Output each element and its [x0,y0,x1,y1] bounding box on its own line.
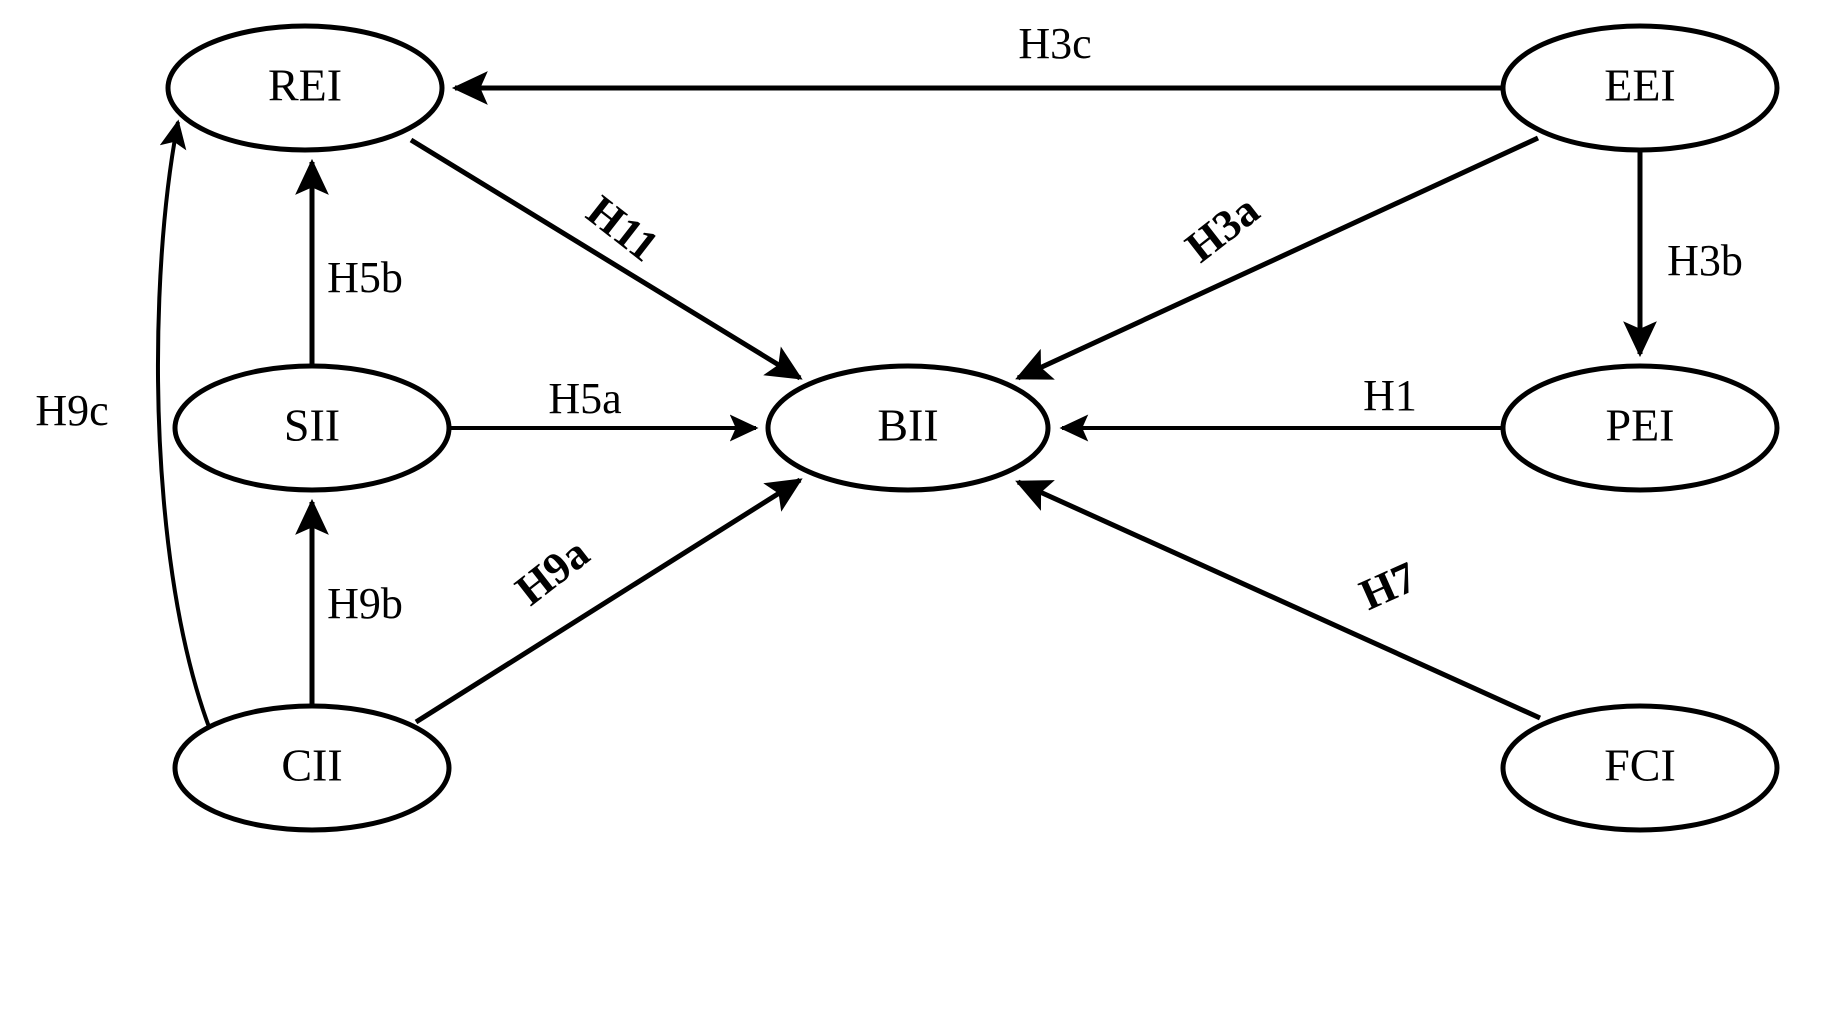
node-ellipse-PEI[interactable] [1500,363,1780,493]
node-EEI[interactable]: EEI [1500,23,1780,153]
node-ellipse-FCI[interactable] [1500,703,1780,833]
edge-label-H9c: H9c [35,386,108,435]
edge-H9b: H9b [295,498,403,706]
node-REI[interactable]: REI [165,23,445,153]
edge-label-H3b: H3b [1667,236,1743,285]
node-ellipse-REI[interactable] [165,23,445,153]
node-label-CII: CII [281,740,342,791]
node-label-REI: REI [268,60,342,111]
edge-line-H11 [409,137,803,381]
edge-H3a: H3a [1015,135,1540,381]
node-FCI[interactable]: FCI [1500,703,1780,833]
node-label-PEI: PEI [1606,400,1675,451]
node-label-BII: BII [877,400,938,451]
node-PEI[interactable]: PEI [1500,363,1780,493]
edge-label-H9b: H9b [327,579,403,628]
node-label-EEI: EEI [1604,60,1676,111]
edge-label-H11: H11 [578,186,668,271]
edge-H7: H7 [1015,479,1542,721]
node-CII[interactable]: CII [172,703,452,833]
edge-H3b: H3b [1623,150,1743,358]
edge-label-H7: H7 [1353,552,1424,620]
edge-line-H3a [1015,135,1540,381]
edge-H5a: H5a [449,374,759,442]
edge-H1: H1 [1059,371,1502,442]
node-ellipse-BII[interactable] [765,363,1051,493]
edge-label-H1: H1 [1363,371,1417,420]
node-ellipse-CII[interactable] [172,703,452,833]
edge-label-H3c: H3c [1018,19,1091,68]
node-label-SII: SII [284,400,340,451]
edge-H5b: H5b [295,158,403,366]
edge-H11: H11 [409,137,803,381]
node-SII[interactable]: SII [172,363,452,493]
node-label-FCI: FCI [1604,740,1676,791]
edge-H9a: H9a [414,477,803,725]
node-BII[interactable]: BII [765,363,1051,493]
edge-label-H5b: H5b [327,253,403,302]
edge-label-H9a: H9a [506,528,598,615]
edge-label-H5a: H5a [548,374,621,423]
edge-line-H7 [1015,479,1542,721]
edge-H3c: H3c [451,19,1502,105]
node-ellipse-SII[interactable] [172,363,452,493]
edge-line-H9a [414,477,803,725]
node-ellipse-EEI[interactable] [1500,23,1780,153]
edge-label-H3a: H3a [1176,185,1268,272]
